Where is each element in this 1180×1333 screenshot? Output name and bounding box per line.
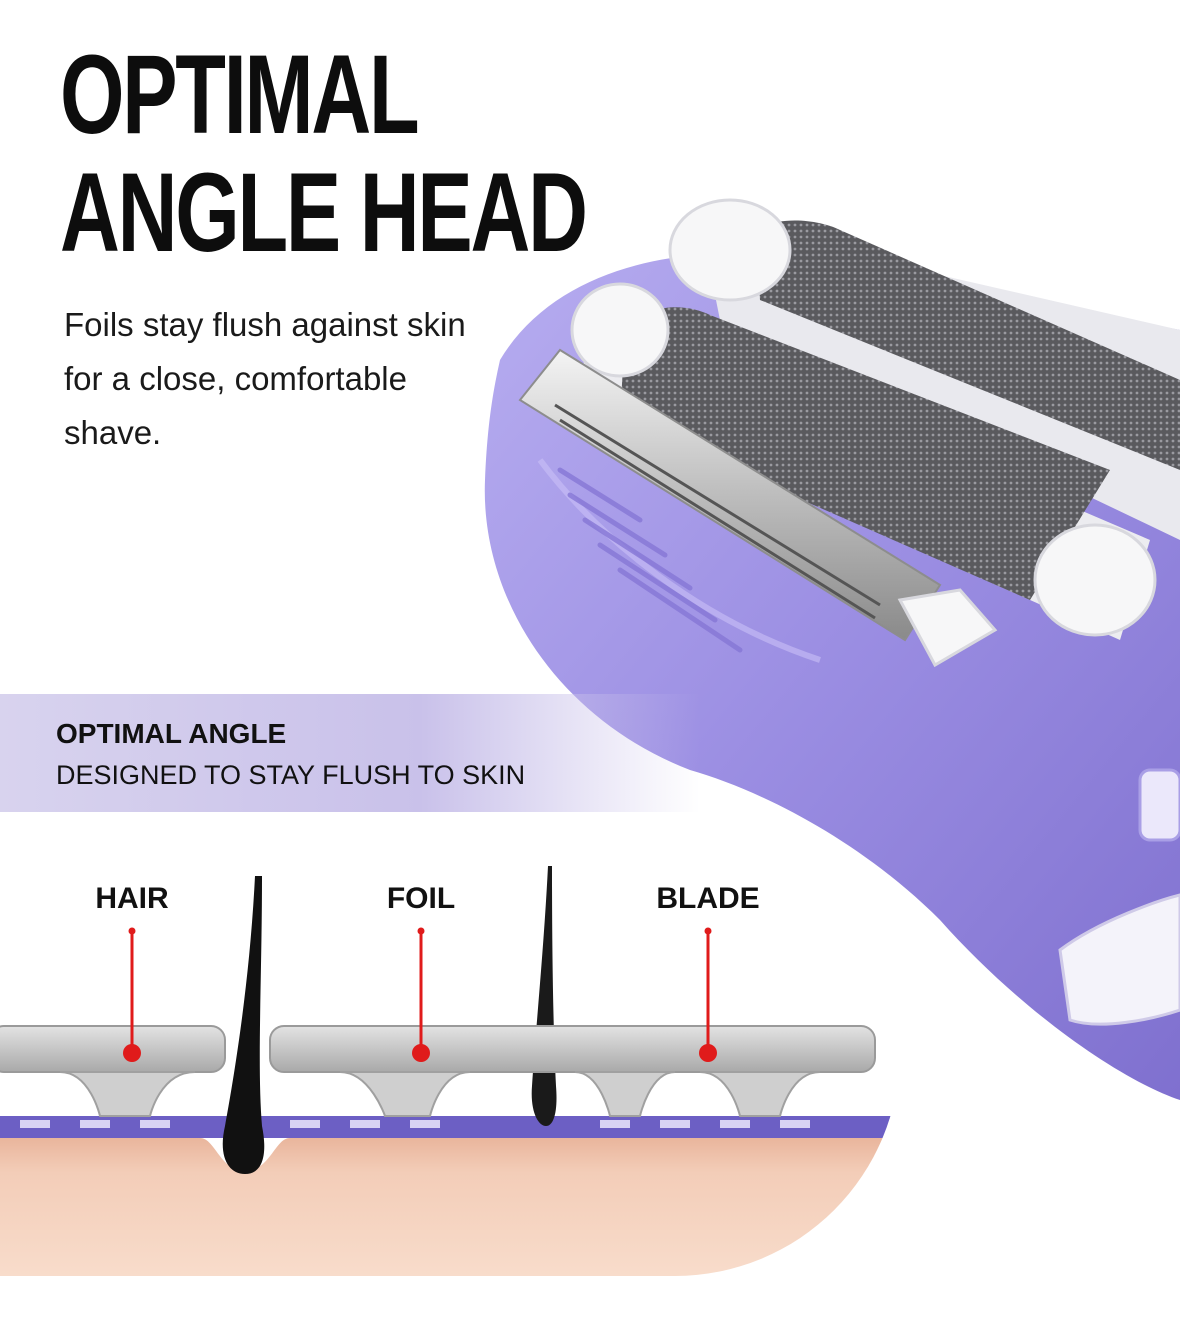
blade-strip bbox=[0, 1116, 900, 1138]
label-hair: HAIR bbox=[95, 882, 169, 915]
headline-line-1: OPTIMAL bbox=[60, 32, 420, 157]
headline: OPTIMAL ANGLE HEAD bbox=[60, 32, 588, 275]
skin-layer bbox=[0, 1138, 900, 1276]
blade-marker-dot bbox=[699, 1044, 717, 1062]
cross-section-diagram: HAIR FOIL BLADE bbox=[0, 826, 900, 1276]
subtext: Foils stay flush against skin for a clos… bbox=[64, 306, 466, 451]
marker-lines bbox=[130, 931, 710, 1052]
hair-marker-dot bbox=[123, 1044, 141, 1062]
hair-strand-1 bbox=[222, 876, 265, 1174]
label-blade: BLADE bbox=[656, 882, 760, 915]
banner-background bbox=[0, 694, 700, 812]
banner-subtitle: DESIGNED TO STAY FLUSH TO SKIN bbox=[56, 760, 526, 790]
label-foil: FOIL bbox=[386, 882, 456, 915]
banner-title: OPTIMAL ANGLE bbox=[56, 718, 287, 749]
headline-line-2: ANGLE HEAD bbox=[60, 150, 588, 275]
foil-marker-dot bbox=[412, 1044, 430, 1062]
hair-strand-2 bbox=[531, 866, 557, 1126]
